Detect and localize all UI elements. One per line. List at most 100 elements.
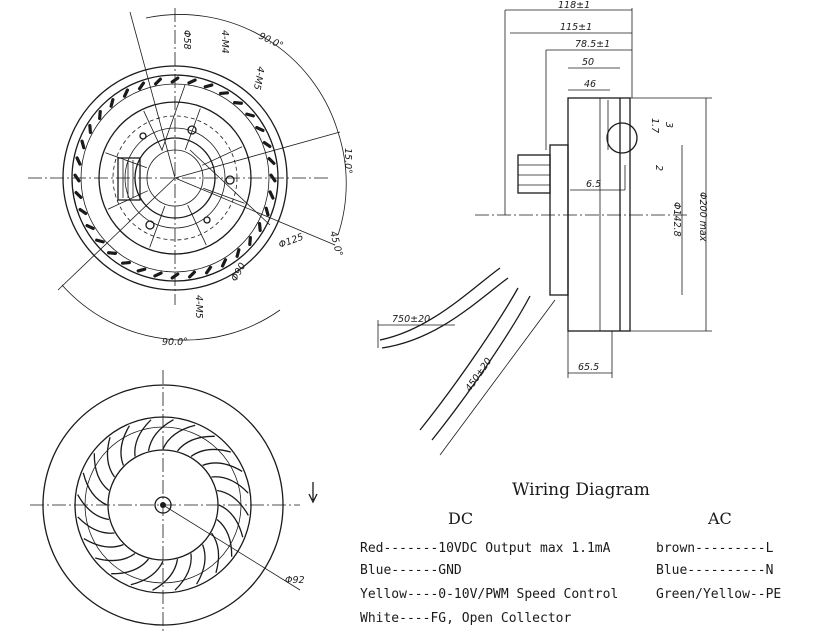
- impeller-blade: [95, 552, 136, 562]
- spoke: [187, 205, 207, 246]
- blade-slot: [255, 125, 265, 133]
- thread-4-m4: 4-M4: [219, 30, 230, 54]
- blade-slot: [107, 251, 117, 255]
- angle-45: 45.0°: [327, 230, 344, 258]
- impeller-blade: [190, 448, 231, 458]
- dim-750: 750±20: [392, 314, 430, 325]
- blade-slot: [220, 258, 228, 268]
- blade-slot: [75, 156, 82, 166]
- dim-50: 50: [582, 57, 594, 68]
- blade-slot: [153, 77, 162, 86]
- impeller-blade: [147, 419, 174, 452]
- spoke: [202, 146, 243, 166]
- impeller-blade: [174, 553, 192, 591]
- blade-slot: [264, 206, 270, 217]
- angle-90-top: 90.0°: [257, 31, 285, 52]
- thread-4-m5-bottom: 4-M5: [193, 295, 204, 319]
- dim-46: 46: [584, 79, 596, 90]
- blade-slot: [233, 101, 243, 105]
- blade-slot: [187, 78, 197, 85]
- impeller-blade: [211, 476, 249, 494]
- dim-3: 3: [663, 122, 674, 128]
- front-view: 90.0° 15.0° 45.0° 90.0° Φ58 Φ125 Φ90 4-M…: [28, 8, 353, 348]
- impeller-blade: [77, 494, 110, 521]
- blade-slot: [170, 272, 180, 280]
- cable-drawing: 750±20 450±20: [377, 267, 556, 456]
- dim-115: 115±1: [560, 22, 592, 33]
- dim-118: 118±1: [558, 0, 590, 11]
- blade-slot: [219, 91, 229, 96]
- angle-15: 15.0°: [342, 148, 353, 174]
- impeller-blade: [83, 538, 124, 548]
- impeller-blade: [93, 453, 110, 492]
- dim-d58: Φ58: [181, 30, 192, 50]
- impeller-blade: [162, 424, 196, 450]
- blade-slot: [136, 267, 147, 273]
- ac-line-brown: brown---------L: [656, 541, 774, 556]
- impeller-blade: [216, 489, 249, 516]
- dim-6-5: 6.5: [586, 179, 601, 190]
- blade-slot: [80, 139, 86, 150]
- impeller-blade: [77, 516, 115, 534]
- blade-slot: [78, 207, 88, 216]
- impeller-blade: [106, 437, 116, 478]
- impeller-blade: [152, 558, 179, 591]
- blade-slot: [235, 248, 241, 258]
- wiring-title: Wiring Diagram: [512, 480, 650, 500]
- spoke: [184, 108, 201, 150]
- dim-1-7: 1.7: [649, 118, 660, 133]
- impeller-blade: [111, 558, 150, 575]
- blade-slot: [269, 173, 277, 183]
- dc-line-red: Red-------10VDC Output max 1.1mA: [360, 541, 611, 556]
- dim-78-5: 78.5±1: [575, 39, 610, 50]
- impeller-blade: [134, 419, 152, 457]
- dc-line-yellow: Yellow----0-10V/PWM Speed Control: [360, 587, 618, 602]
- dim-2: 2: [653, 165, 664, 171]
- blade-slot: [153, 271, 163, 278]
- dim-d125: Φ125: [277, 232, 305, 251]
- impeller-blade: [120, 425, 130, 466]
- ac-heading: AC: [707, 509, 732, 528]
- blade-slot: [204, 265, 213, 275]
- ac-line-green-yellow: Green/Yellow--PE: [656, 587, 781, 602]
- blade-slot: [88, 124, 93, 134]
- impeller-blade: [218, 504, 244, 538]
- blade-slot: [73, 173, 81, 183]
- side-view: 118±1 115±1 78.5±1 50 46 1.7 3 2 6.5 Φ14…: [475, 0, 712, 378]
- impeller-blade: [82, 472, 108, 506]
- blade-slot: [74, 191, 83, 200]
- blade-slot: [262, 140, 272, 149]
- blade-slot: [248, 236, 252, 246]
- impeller-blade: [202, 462, 243, 472]
- wiring-diagram: Wiring Diagram DC AC Red-------10VDC Out…: [360, 480, 781, 626]
- blade-slot: [268, 190, 275, 200]
- blade-slot: [121, 260, 131, 265]
- dim-d142-8: Φ142.8: [671, 202, 682, 237]
- rear-view: Φ92: [30, 370, 318, 632]
- dim-d92: Φ92: [285, 575, 305, 586]
- blade-slot: [109, 98, 115, 108]
- blade-slot: [267, 156, 276, 165]
- impeller-blade: [196, 544, 206, 585]
- blade-slot: [85, 223, 95, 231]
- spoke: [203, 187, 245, 204]
- thread-4-m5-top: 4-M5: [251, 65, 266, 90]
- impeller-blade: [216, 518, 233, 557]
- blade-slot: [137, 81, 146, 91]
- impeller-blade: [130, 560, 164, 586]
- blade-slot: [95, 238, 105, 244]
- dim-d200-max: Φ200 max: [697, 192, 708, 242]
- blade-slot: [170, 76, 180, 84]
- dc-line-blue: Blue------GND: [360, 563, 462, 578]
- angle-90-bottom: 90.0°: [162, 337, 188, 348]
- blade-slot: [98, 110, 102, 120]
- blade-slot: [257, 222, 262, 232]
- blade-slot: [245, 112, 255, 118]
- dc-line-white: White----FG, Open Collector: [360, 611, 571, 626]
- blade-slot: [188, 270, 197, 279]
- blade-slot: [203, 83, 214, 89]
- dc-heading: DC: [448, 509, 473, 528]
- spoke: [143, 110, 163, 151]
- blade-slot: [122, 88, 130, 98]
